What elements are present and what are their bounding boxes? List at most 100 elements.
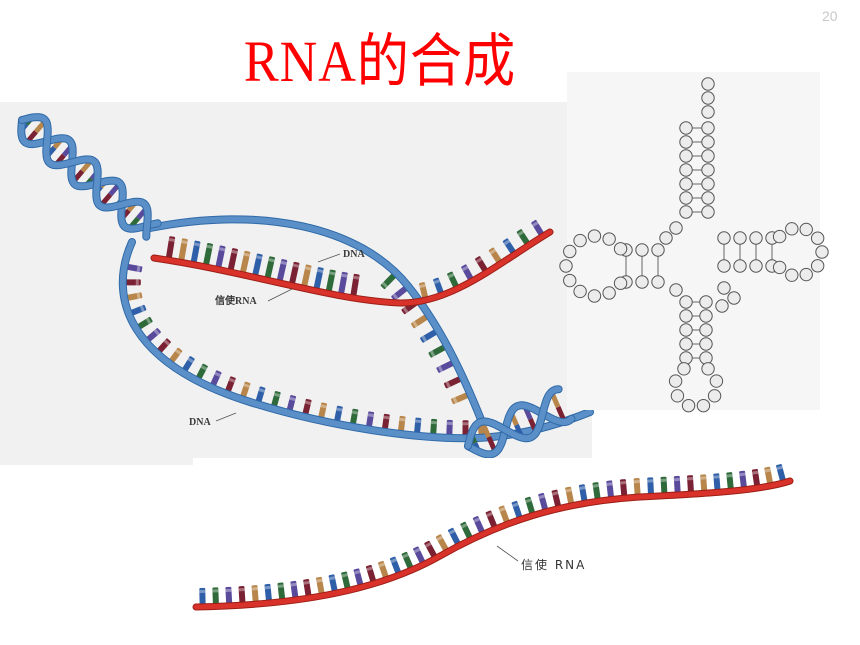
trna-nucleotide <box>785 268 799 282</box>
trna-nucleotide <box>696 398 711 413</box>
trna-nucleotide <box>573 233 587 248</box>
dna-double-helix-right <box>464 385 576 459</box>
nucleotide-base <box>565 486 575 505</box>
nucleotide-base <box>460 521 473 539</box>
mrna-figure-label: 信使 RNA <box>521 557 586 572</box>
nucleotide-base <box>660 476 668 494</box>
nucleotide-base <box>264 583 272 602</box>
nucleotide-base <box>381 413 390 431</box>
nucleotide-base <box>190 240 201 263</box>
nucleotide-base <box>401 551 414 570</box>
trna-nucleotide <box>717 231 731 245</box>
dna-bottom-label: DNA <box>189 417 211 428</box>
trna-nucleotide <box>563 244 577 259</box>
nucleotide-base <box>700 474 708 492</box>
nucleotide-base <box>619 479 628 497</box>
trna-nucleotide <box>701 135 715 149</box>
mrna-strand-figure: 信使 RNA <box>192 458 794 623</box>
trna-nucleotide <box>670 389 685 403</box>
slide-title: RNA的合成 <box>243 29 517 94</box>
nucleotide-base <box>686 475 694 493</box>
dna-bottom-leader <box>215 412 237 422</box>
nucleotide-base <box>303 579 312 597</box>
nucleotide-base <box>302 398 312 416</box>
nucleotide-base <box>271 391 281 408</box>
nucleotide-base <box>341 571 351 589</box>
nucleotide-base <box>350 273 360 297</box>
trna-nucleotide <box>701 77 715 91</box>
nucleotide-base <box>338 271 348 295</box>
nucleotide-base <box>428 344 447 358</box>
nucleotide-base <box>125 292 143 301</box>
nucleotide-base <box>461 264 474 281</box>
trna-nucleotide <box>699 337 713 351</box>
trna-nucleotide <box>679 163 693 177</box>
nucleotide-base <box>212 587 219 605</box>
trna-nucleotide <box>715 299 729 313</box>
trna-nucleotide <box>613 242 628 256</box>
nucleotide-base <box>365 564 377 583</box>
nucleotide-base <box>531 219 544 236</box>
mrna-strand <box>151 229 553 306</box>
nucleotide-base <box>389 556 401 574</box>
trna-nucleotide <box>669 221 683 235</box>
dna-backbone <box>465 386 562 449</box>
nucleotide-base <box>286 395 297 412</box>
trna-nucleotide <box>651 275 665 289</box>
transcription-figure: DNA 信使RNA DNA <box>0 102 594 465</box>
nucleotide-base <box>424 540 437 558</box>
nucleotide-base <box>145 328 161 343</box>
nucleotide-base <box>475 256 488 273</box>
trna-nucleotide <box>717 259 731 273</box>
nucleotide-base <box>436 360 455 373</box>
nucleotide-base <box>289 261 300 285</box>
nucleotide-base <box>125 263 143 273</box>
nucleotide-base <box>397 415 406 433</box>
nucleotide-base <box>433 277 444 295</box>
nucleotide-base <box>776 464 786 482</box>
nucleotide-base <box>251 585 259 603</box>
dna-top-leader <box>317 253 341 263</box>
nucleotide-base <box>366 411 375 428</box>
nucleotide-base <box>166 236 176 259</box>
trna-nucleotide <box>659 231 673 245</box>
trna-nucleotides <box>559 77 829 413</box>
trna-nucleotide <box>587 289 602 303</box>
trna-nucleotide <box>701 105 715 119</box>
dna-double-helix-left <box>17 113 162 241</box>
nucleotide-base <box>511 500 523 519</box>
trna-nucleotide <box>772 229 787 244</box>
nucleotide-base <box>451 392 470 405</box>
nucleotide-base <box>353 568 364 586</box>
dna-backbone <box>18 117 161 232</box>
mrna-backbone <box>193 478 793 610</box>
nucleotide-base <box>448 527 461 545</box>
nucleotide-base <box>391 285 409 301</box>
nucleotide-base <box>318 402 328 419</box>
nucleotide-base <box>592 482 601 500</box>
nucleotide-base <box>516 229 530 245</box>
trna-nucleotide <box>635 275 649 289</box>
trna-nucleotide <box>679 323 693 337</box>
trna-nucleotide <box>679 177 693 191</box>
nucleotide-base <box>538 492 548 511</box>
trna-nucleotide <box>668 374 683 388</box>
trna-nucleotide <box>679 309 693 323</box>
nucleotide-base <box>413 546 426 564</box>
nucleotide-base <box>276 259 288 282</box>
trna-nucleotide <box>701 163 715 177</box>
nucleotide-base <box>328 574 338 592</box>
trna-nucleotide <box>785 222 799 236</box>
nucleotide-base <box>264 256 275 279</box>
nucleotide-base <box>446 419 453 436</box>
dna-top-label: DNA <box>343 249 365 260</box>
nucleotide-base <box>462 420 469 437</box>
nucleotide-base <box>182 356 195 373</box>
trna-nucleotide <box>749 259 763 273</box>
trna-nucleotide <box>810 231 825 245</box>
nucleotide-base <box>203 242 213 266</box>
trna-nucleotide <box>602 286 616 300</box>
nucleotide-base <box>488 247 502 264</box>
nucleotide-base <box>419 282 429 299</box>
